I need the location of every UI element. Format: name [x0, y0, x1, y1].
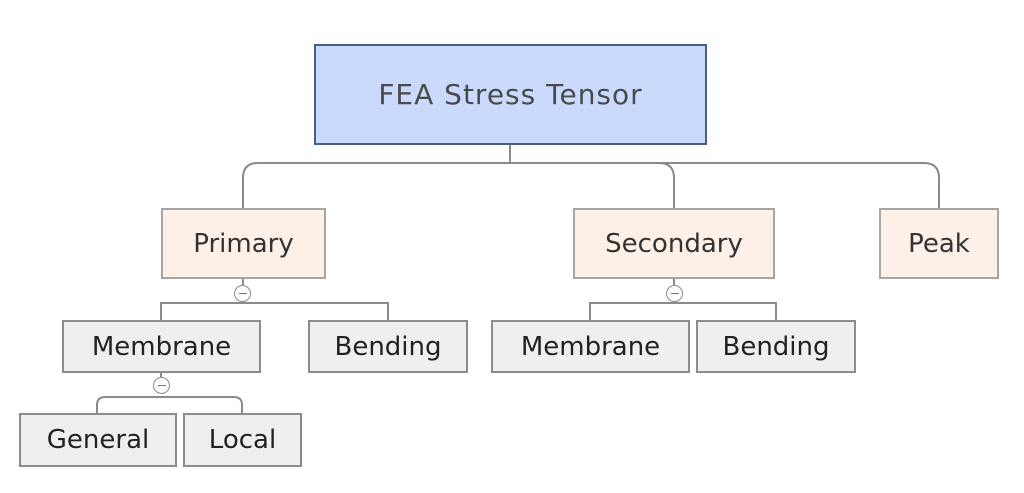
node-membrane-local[interactable]: Local: [183, 413, 302, 467]
root-node-label: FEA Stress Tensor: [378, 78, 643, 111]
node-membrane-general[interactable]: General: [19, 413, 177, 467]
node-peak[interactable]: Peak: [879, 208, 999, 279]
node-secondary-membrane-label: Membrane: [520, 331, 661, 362]
node-membrane-general-label: General: [46, 425, 150, 455]
node-peak-label: Peak: [908, 228, 970, 259]
node-primary-label: Primary: [193, 228, 294, 259]
node-secondary-bending-label: Bending: [722, 331, 830, 362]
node-primary[interactable]: Primary: [161, 208, 326, 279]
node-primary-bending[interactable]: Bending: [308, 320, 468, 373]
node-primary-membrane[interactable]: Membrane: [62, 320, 261, 373]
node-secondary-label: Secondary: [605, 228, 743, 259]
connector-membrane-rail: [96, 396, 243, 413]
node-secondary[interactable]: Secondary: [573, 208, 775, 279]
connector-root-to-secondary: [658, 162, 675, 208]
connector-primary-rail: [160, 302, 389, 320]
connector-secondary-rail: [589, 302, 777, 320]
node-secondary-bending[interactable]: Bending: [696, 320, 856, 373]
node-membrane-local-label: Local: [208, 425, 277, 455]
collapse-membrane-icon[interactable]: [153, 377, 170, 394]
collapse-secondary-icon[interactable]: [666, 285, 683, 302]
root-node-fea-stress-tensor[interactable]: FEA Stress Tensor: [314, 44, 707, 145]
collapse-primary-icon[interactable]: [234, 285, 251, 302]
node-primary-bending-label: Bending: [334, 331, 442, 362]
connector-root-rail: [242, 162, 940, 208]
node-secondary-membrane[interactable]: Membrane: [491, 320, 690, 373]
node-primary-membrane-label: Membrane: [91, 331, 232, 362]
